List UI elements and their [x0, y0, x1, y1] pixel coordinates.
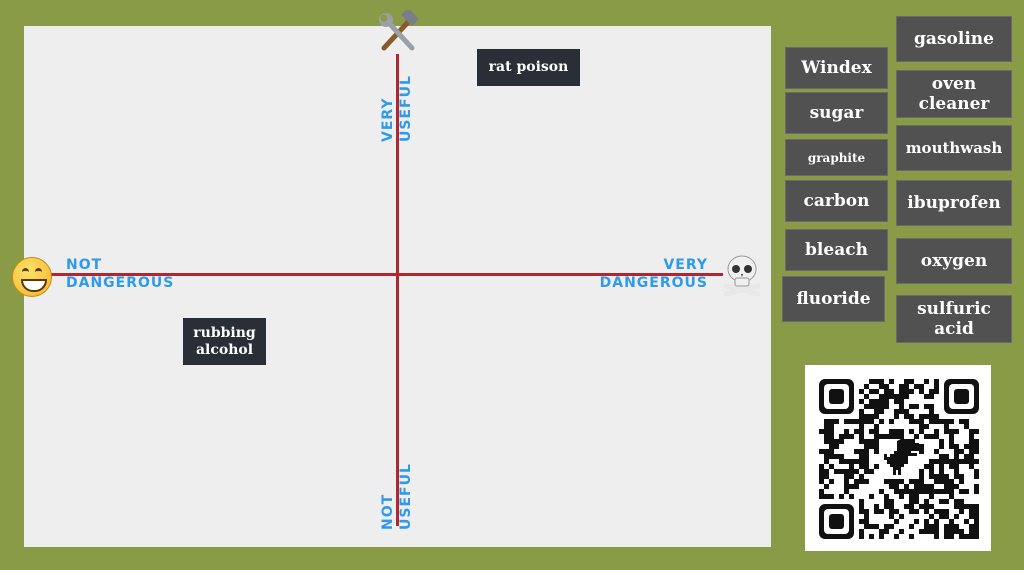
card-oxygen[interactable]: oxygen: [896, 238, 1012, 284]
card-oven-cleaner[interactable]: oven cleaner: [896, 70, 1012, 118]
card-sulfuric-acid[interactable]: sulfuric acid: [896, 295, 1012, 343]
danger-axis: [40, 273, 723, 276]
skull-and-crossbones-icon: [723, 255, 761, 296]
usefulness-axis: [396, 54, 399, 526]
card-mouthwash[interactable]: mouthwash: [896, 125, 1012, 171]
card-graphite[interactable]: graphite: [785, 139, 888, 176]
qr-code-with-dinosaur-icon: [819, 379, 979, 539]
card-windex[interactable]: Windex: [785, 47, 888, 89]
card-carbon[interactable]: carbon: [785, 180, 888, 222]
card-gasoline[interactable]: gasoline: [896, 16, 1012, 62]
card-fluoride[interactable]: fluoride: [782, 276, 885, 322]
grinning-face-icon: [12, 257, 52, 297]
card-sugar[interactable]: sugar: [785, 92, 888, 134]
hammer-and-wrench-icon: [379, 10, 419, 51]
card-rubbing-alcohol[interactable]: rubbing alcohol: [183, 318, 266, 365]
qr-code: [805, 365, 991, 551]
card-bleach[interactable]: bleach: [785, 229, 888, 271]
card-rat-poison[interactable]: rat poison: [477, 49, 580, 86]
card-ibuprofen[interactable]: ibuprofen: [896, 180, 1012, 226]
